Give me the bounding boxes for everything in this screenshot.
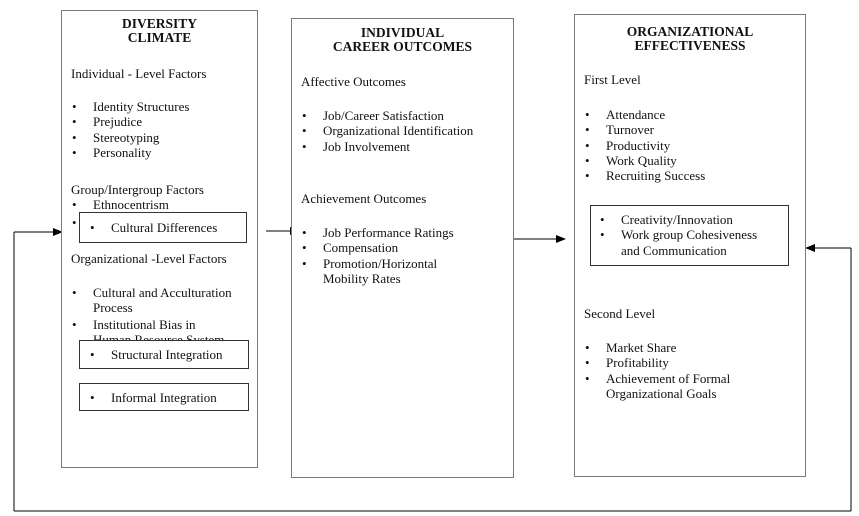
list-item: Stereotyping <box>71 130 189 146</box>
list-item: Market Share <box>584 340 730 356</box>
effectiveness-title: ORGANIZATIONAL EFFECTIVENESS <box>626 24 754 53</box>
second-level-list: Market Share Profitability Achievement o… <box>584 340 730 401</box>
second-level-heading: Second Level <box>584 306 656 321</box>
informal-integration-item: Informal Integration <box>89 390 217 406</box>
cultural-differences-box: Cultural Differences <box>79 212 247 243</box>
list-item: Productivity <box>584 138 705 154</box>
creativity-cohesiveness-box: Creativity/Innovation Work group Cohesiv… <box>590 205 789 266</box>
diversity-climate-title: DIVERSITY CLIMATE <box>121 16 198 45</box>
individual-level-heading: Individual - Level Factors <box>71 66 207 81</box>
list-item: Turnover <box>584 122 705 138</box>
list-item: Recruiting Success <box>584 168 705 184</box>
list-item: Profitability <box>584 355 730 371</box>
group-level-list: Ethnocentrism <box>71 197 169 213</box>
list-item: Job Involvement <box>301 139 473 155</box>
achievement-list: Job Performance Ratings Compensation Pro… <box>301 225 454 286</box>
list-item: Personality <box>71 145 189 161</box>
list-item: Organizational Identification <box>301 123 473 139</box>
affective-heading: Affective Outcomes <box>301 74 406 89</box>
list-item: Identity Structures <box>71 99 189 115</box>
list-item: Job/Career Satisfaction <box>301 108 473 124</box>
creativity-item: Creativity/Innovation <box>599 212 757 228</box>
structural-integration-box: Structural Integration <box>79 340 249 369</box>
informal-integration-box: Informal Integration <box>79 383 249 411</box>
career-outcomes-title: INDIVIDUAL CAREER OUTCOMES <box>332 25 473 54</box>
cultural-differences-item: Cultural Differences <box>89 220 217 236</box>
individual-level-list: Identity Structures Prejudice Stereotypi… <box>71 99 189 160</box>
list-item: Attendance <box>584 107 705 123</box>
list-item: Job Performance Ratings <box>301 225 454 241</box>
career-outcomes-box: INDIVIDUAL CAREER OUTCOMES Affective Out… <box>291 18 514 478</box>
list-item: Compensation <box>301 240 454 256</box>
first-level-list: Attendance Turnover Productivity Work Qu… <box>584 107 705 184</box>
list-item: Prejudice <box>71 114 189 130</box>
achievement-heading: Achievement Outcomes <box>301 191 427 206</box>
affective-list: Job/Career Satisfaction Organizational I… <box>301 108 473 154</box>
structural-integration-item: Structural Integration <box>89 347 223 363</box>
group-level-heading: Group/Intergroup Factors <box>71 182 204 197</box>
hidden-bullet: • <box>72 215 77 230</box>
list-item: Work Quality <box>584 153 705 169</box>
list-item: Ethnocentrism <box>71 197 169 213</box>
org-level-heading: Organizational -Level Factors <box>71 251 227 266</box>
first-level-heading: First Level <box>584 72 641 87</box>
